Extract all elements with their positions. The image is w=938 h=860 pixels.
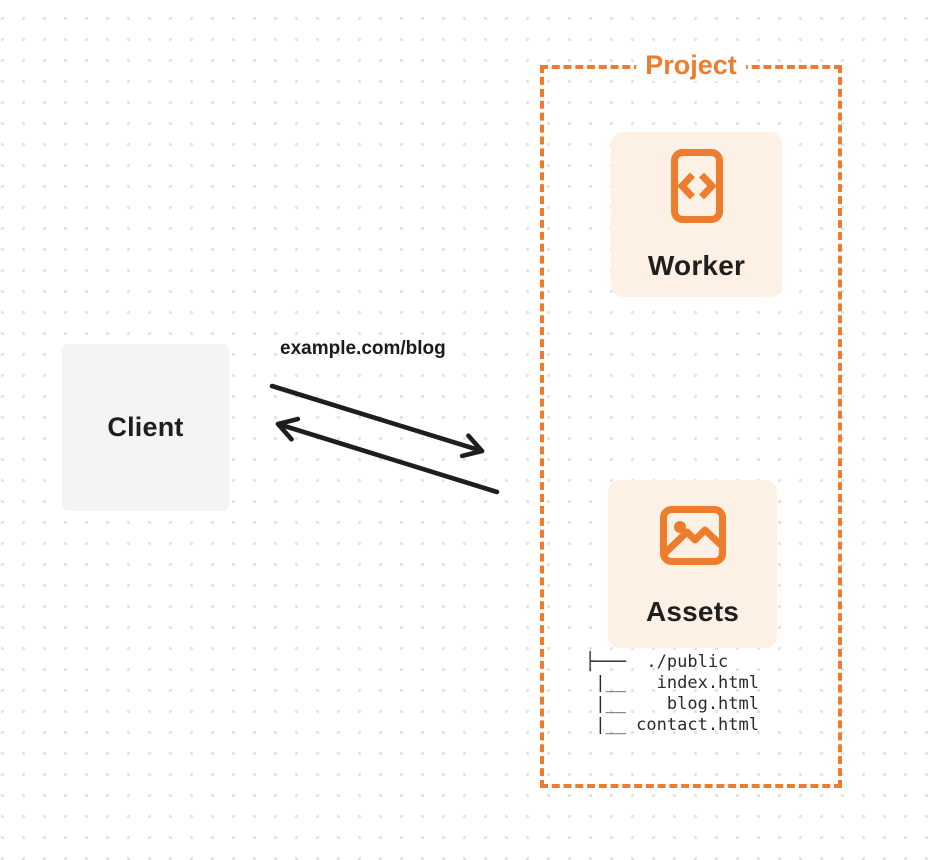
project-label: Project: [636, 50, 746, 81]
worker-node: Worker: [611, 132, 782, 297]
tree-line-public: ├─── ./public: [585, 652, 729, 672]
request-url-label: example.com/blog: [280, 338, 446, 359]
assets-file-tree: ├─── ./public |__ index.html |__ blog.ht…: [585, 652, 759, 736]
tree-line-index: |__ index.html: [585, 673, 759, 693]
assets-node: Assets: [608, 480, 777, 648]
code-file-icon: [670, 149, 723, 228]
client-label: Client: [107, 412, 184, 442]
request-arrow: [269, 383, 485, 459]
response-arrow: [275, 416, 500, 495]
assets-label: Assets: [645, 596, 740, 627]
tree-line-contact: |__ contact.html: [585, 715, 759, 735]
client-node: Client: [62, 344, 229, 511]
project-boundary: Project Worker: [540, 50, 842, 788]
tree-line-blog: |__ blog.html: [585, 694, 759, 714]
request-response-arrows: [269, 383, 500, 495]
image-icon: [659, 506, 726, 570]
worker-label: Worker: [647, 250, 746, 281]
